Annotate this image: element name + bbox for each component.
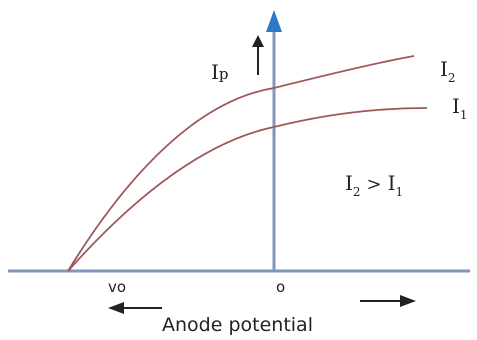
curve-i2 — [67, 55, 415, 272]
ip-arrow-head — [252, 35, 264, 47]
relation-label: I2>I1 — [345, 171, 403, 199]
y-axis-arrowhead — [266, 10, 282, 32]
right-arrow-head — [400, 295, 416, 307]
curve-i2-label: I2 — [440, 57, 456, 85]
curve-i1-label: I1 — [452, 94, 468, 122]
tick-origin: o — [276, 278, 285, 296]
x-axis-label: Anode potential — [162, 314, 313, 336]
left-arrow-head — [108, 302, 124, 314]
y-axis-label: Ip — [211, 60, 229, 84]
tick-vo: vo — [108, 278, 126, 296]
curve-i1 — [67, 107, 428, 272]
